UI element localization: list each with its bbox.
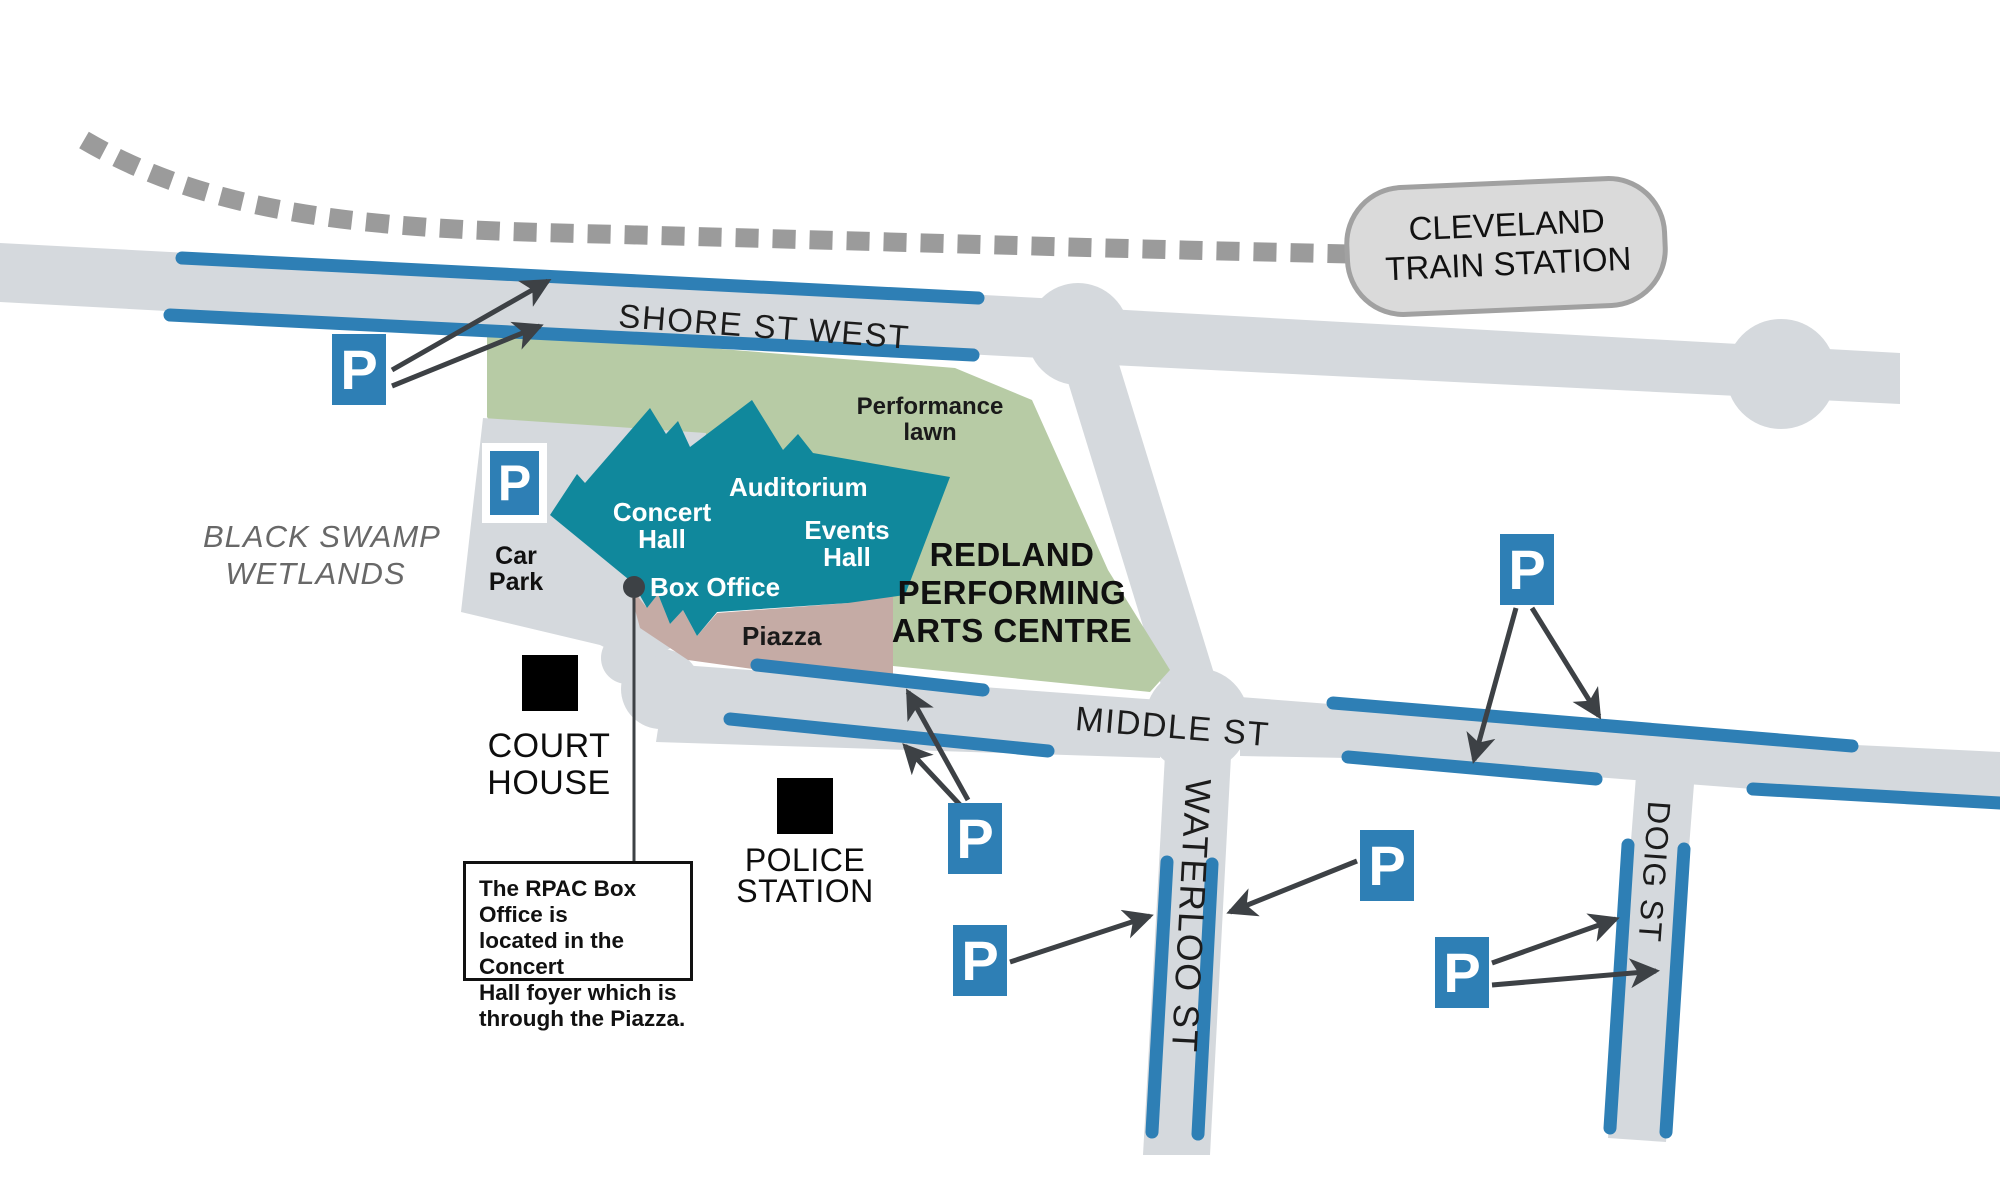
police-station-label: POLICE STATION — [725, 842, 885, 909]
concert-line1: Concert — [612, 497, 712, 527]
arrow-middle-east-south — [1466, 607, 1519, 764]
note-line1: The RPAC Box Office is — [479, 876, 637, 927]
railway-line — [79, 131, 1351, 264]
train-station-label: CLEVELAND TRAIN STATION — [1378, 199, 1636, 288]
arrow-middle-west-north — [905, 688, 971, 802]
box-office-note: The RPAC Box Office is located in the Co… — [463, 861, 693, 1031]
police-station-marker — [777, 778, 833, 834]
car-park-line2: Park — [488, 568, 544, 596]
parking-icon-shore: P — [332, 334, 386, 405]
wetlands-line2: WETLANDS — [225, 556, 406, 591]
note-line2: located in the Concert — [479, 928, 625, 979]
parking-icon-doig: P — [1435, 937, 1489, 1008]
auditorium-label: Auditorium — [729, 472, 868, 502]
arrow-middle-west-south — [902, 743, 964, 809]
shore-north-stripe — [175, 251, 985, 305]
police-line2: STATION — [736, 873, 874, 909]
box-office-label: Box Office — [650, 572, 781, 602]
road-network — [0, 243, 2000, 1155]
arrow-doig-west — [1491, 913, 1620, 966]
parking-stripes — [163, 251, 2000, 1141]
parking-icon-middle-east: P — [1500, 534, 1554, 605]
arrow-shore-north — [390, 278, 552, 373]
connector-road — [1052, 322, 1224, 714]
parking-icon-waterloo-east: P — [1360, 830, 1414, 901]
concert-hall-label: Concert Hall — [612, 499, 712, 553]
box-office-dot — [623, 576, 645, 598]
police-line1: POLICE — [744, 842, 866, 878]
events-hall-label: Events Hall — [797, 517, 897, 571]
parking-icon-middle-west: P — [948, 803, 1002, 874]
middle-east-south-stripe-1 — [1341, 750, 1603, 786]
lawn-line2: lawn — [903, 419, 957, 446]
arrow-middle-east-north — [1529, 606, 1602, 720]
parking-icon-car-park: P — [482, 443, 547, 523]
venue-line3: ARTS CENTRE — [891, 612, 1133, 649]
note-line4: through the Piazza. — [479, 1006, 686, 1031]
doig-east-stripe — [1659, 842, 1691, 1139]
waterloo-west-stripe — [1145, 855, 1174, 1139]
piazza-label: Piazza — [742, 621, 822, 651]
performance-lawn-label: Performance lawn — [855, 394, 1005, 446]
train-station-shape — [1344, 176, 1668, 317]
middle-east-north-stripe — [1326, 696, 1859, 753]
arrow-shore-south — [391, 321, 544, 389]
venue-name: REDLAND PERFORMING ARTS CENTRE — [887, 536, 1137, 650]
middle-st-east — [1240, 697, 2000, 808]
arrow-doig-east — [1491, 958, 1660, 989]
middle-west-north-stripe — [750, 658, 990, 697]
events-line1: Events — [804, 515, 890, 545]
doig-west-stripe — [1603, 838, 1635, 1135]
waterloo-st-road — [1143, 718, 1233, 1155]
piazza-area — [628, 582, 893, 678]
court-line1: COURT — [487, 727, 611, 765]
lawn-line1: Performance — [856, 393, 1004, 420]
parking-arrows — [390, 278, 1660, 989]
concert-line2: Hall — [638, 524, 686, 554]
waterloo-east-stripe — [1191, 857, 1219, 1141]
middle-west-south-stripe — [723, 712, 1055, 758]
wetlands-label: BLACK SWAMP WETLANDS — [203, 518, 441, 592]
venue-line2: PERFORMING — [897, 574, 1127, 611]
culdesac — [621, 649, 701, 729]
arrow-waterloo-west — [1009, 909, 1154, 965]
court-house-marker — [522, 655, 578, 711]
east-road — [1090, 308, 1900, 404]
events-line2: Hall — [823, 542, 871, 572]
car-park-label: Car Park — [478, 543, 554, 595]
middle-east-south-stripe-2 — [1746, 782, 2000, 810]
arrow-waterloo-east — [1226, 858, 1358, 917]
parking-icon-waterloo-west: P — [953, 925, 1007, 996]
east-road-node — [1726, 319, 1836, 429]
wetlands-line1: BLACK SWAMP — [203, 519, 441, 554]
court-house-label: COURT HOUSE — [474, 728, 624, 802]
car-park-line1: Car — [495, 542, 537, 570]
court-line2: HOUSE — [487, 764, 611, 802]
venue-line1: REDLAND — [929, 536, 1095, 573]
shore-south-stripe — [163, 308, 980, 362]
note-line3: Hall foyer which is — [479, 980, 677, 1005]
rpac-building — [550, 400, 950, 636]
